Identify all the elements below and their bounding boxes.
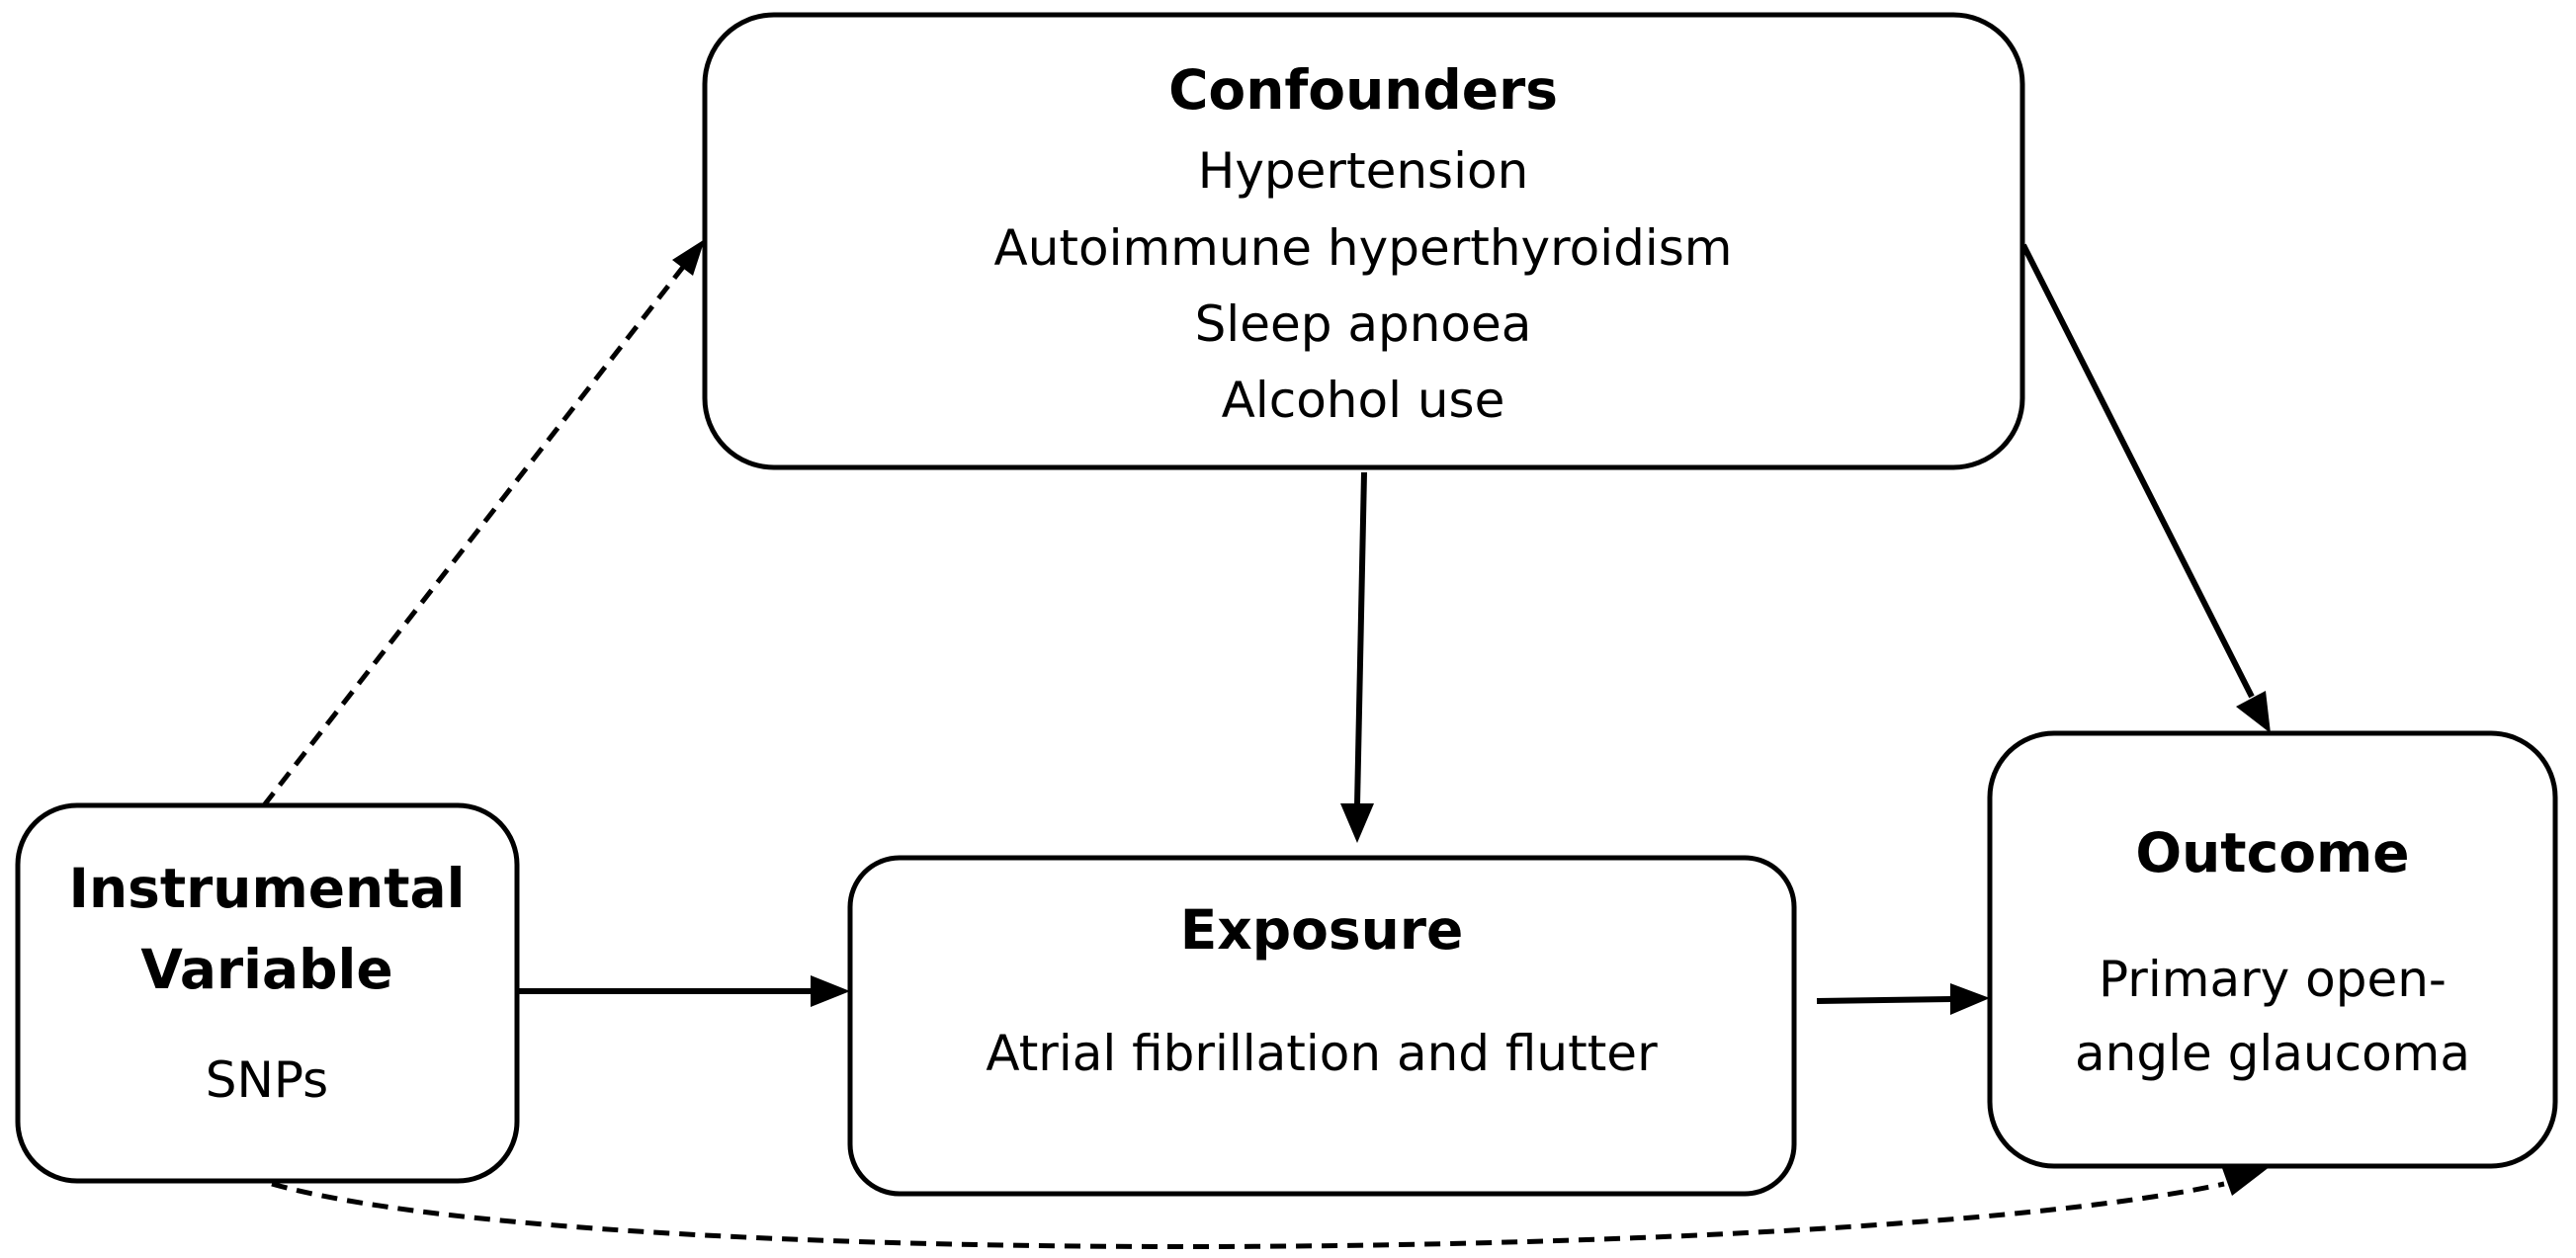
exposure-title: Exposure (1180, 898, 1464, 962)
edge-instrumental-to-confounders (262, 260, 689, 807)
instrumental-variable-title-line: Instrumental (69, 857, 466, 920)
edge-confounders-to-exposure (1354, 471, 1367, 806)
instrumental-variable-box (15, 802, 520, 1184)
arrowhead-outcome-left (1950, 983, 1990, 1015)
arrowhead-outcome-top (2236, 691, 2271, 733)
outcome-subtitle-line: Primary open- (2099, 951, 2447, 1008)
edge-confounders-to-outcome (2020, 243, 2255, 699)
confounders-box (702, 12, 2025, 470)
exposure-box (847, 855, 1797, 1197)
confounder-item: Hypertension (1198, 142, 1529, 200)
instrumental-variable-subtitle: SNPs (206, 1051, 328, 1109)
edge-instrumental-to-outcome (271, 1181, 2225, 1249)
confounder-item: Alcohol use (1222, 372, 1505, 429)
outcome-box (1987, 730, 2558, 1169)
node-confounders: Confounders Hypertension Autoimmune hype… (702, 12, 2025, 470)
exposure-subtitle: Atrial fibrillation and flutter (986, 1025, 1658, 1082)
edges (262, 239, 2271, 1249)
node-instrumental-variable: Instrumental Variable SNPs (15, 802, 520, 1184)
edge-exposure-to-outcome (1816, 996, 1953, 1004)
node-outcome: Outcome Primary open- angle glaucoma (1987, 730, 2558, 1169)
outcome-title: Outcome (2135, 821, 2409, 884)
arrowhead-confounders-dashed (672, 239, 705, 276)
confounder-item: Autoimmune hyperthyroidism (994, 219, 1733, 277)
arrowhead-exposure-left (811, 975, 850, 1007)
outcome-subtitle-line: angle glaucoma (2075, 1025, 2470, 1082)
confounder-item: Sleep apnoea (1195, 295, 1532, 353)
arrowhead-exposure-top (1340, 803, 1374, 843)
node-exposure: Exposure Atrial fibrillation and flutter (847, 855, 1797, 1197)
instrumental-variable-title-line: Variable (140, 938, 392, 1001)
confounders-title: Confounders (1168, 58, 1558, 122)
arrowhead-outcome-bottom (2222, 1166, 2271, 1196)
